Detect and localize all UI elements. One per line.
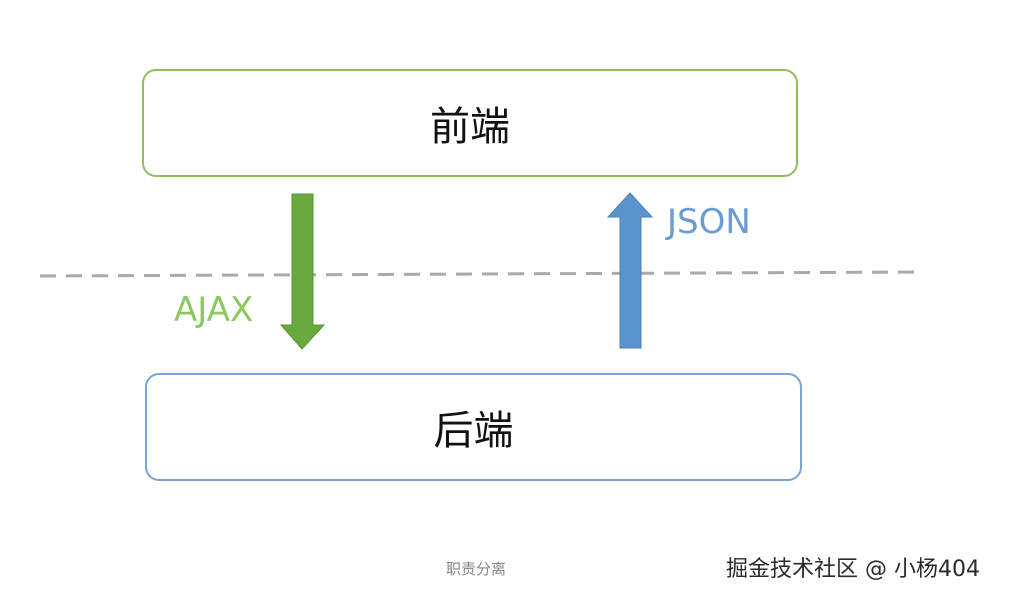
backend-label: 后端 <box>433 408 514 454</box>
watermark: 掘金技术社区 @ 小杨404 <box>726 557 980 582</box>
up-arrow-icon <box>606 192 654 349</box>
backend-box: 后端 <box>145 373 802 481</box>
down-arrow-icon <box>279 193 326 350</box>
frontend-label: 前端 <box>430 104 510 150</box>
json-label: JSON <box>667 202 751 242</box>
frontend-box: 前端 <box>142 69 798 177</box>
ajax-label: AJAX <box>174 290 254 330</box>
caption: 职责分离 <box>446 560 507 578</box>
